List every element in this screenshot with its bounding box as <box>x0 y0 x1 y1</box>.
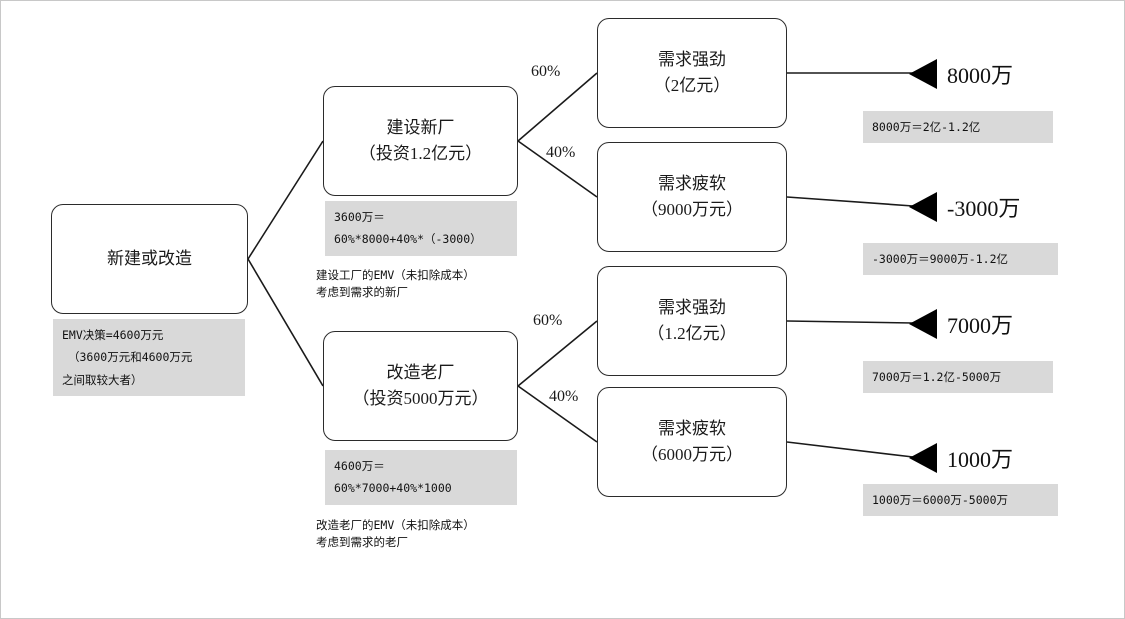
caption-upgrade-line1: 改造老厂的EMV（未扣除成本） <box>316 518 475 532</box>
arrow-left-icon <box>909 309 937 339</box>
node-weak-demand-new[interactable]: 需求疲软 （9000万元） <box>597 142 787 252</box>
note-payoff-weak-old-text: 1000万＝6000万-5000万 <box>872 493 1009 507</box>
note-root-line2: （3600万元和4600万元 <box>68 350 193 365</box>
edge-weak-new-to-payoff <box>786 196 914 207</box>
note-payoff-weak-new-text: -3000万＝9000万-1.2亿 <box>872 252 1009 266</box>
arrow-left-icon <box>909 192 937 222</box>
note-upgrade-old-plant-emv: 4600万＝ 60%*7000+40%*1000 <box>325 450 517 505</box>
arrow-left-icon <box>909 59 937 89</box>
caption-build-line1: 建设工厂的EMV（未扣除成本） <box>316 268 475 282</box>
node-strong-demand-old[interactable]: 需求强劲 （1.2亿元） <box>597 266 787 376</box>
node-strong-demand-old-subtitle: （1.2亿元） <box>647 324 737 343</box>
note-payoff-strong-new-text: 8000万＝2亿-1.2亿 <box>872 120 981 134</box>
node-weak-demand-new-subtitle: （9000万元） <box>641 200 743 219</box>
node-build-new-plant-title: 建设新厂 <box>386 117 455 137</box>
note-root-emv: EMV决策=4600万元 （3600万元和4600万元 之间取较大者） <box>53 319 245 397</box>
edge-weak-old-to-payoff <box>786 441 914 458</box>
note-build-new-plant-emv: 3600万＝ 60%*8000+40%*（-3000） <box>325 201 517 256</box>
prob-weak-demand-new: 40% <box>546 144 576 161</box>
payoff-weak-demand-old: 1000万 <box>909 442 1013 474</box>
node-upgrade-old-plant-subtitle: （投资5000万元） <box>352 389 489 408</box>
note-root-line3: 之间取较大者） <box>62 372 143 387</box>
node-build-new-plant-subtitle: （投资1.2亿元） <box>358 144 483 163</box>
node-build-new-plant[interactable]: 建设新厂 （投资1.2亿元） <box>323 86 518 196</box>
note-payoff-strong-demand-new: 8000万＝2亿-1.2亿 <box>863 111 1053 144</box>
prob-weak-demand-old: 40% <box>549 388 579 405</box>
node-strong-demand-old-title: 需求强劲 <box>658 297 726 317</box>
payoff-weak-demand-old-value: 1000万 <box>947 447 1014 472</box>
payoff-strong-demand-new-value: 8000万 <box>947 63 1014 88</box>
note-upgrade-emv-line1: 4600万＝ <box>334 459 385 473</box>
caption-build-line2: 考虑到需求的新厂 <box>316 284 408 299</box>
edge-upgrade-to-strong <box>517 320 598 387</box>
note-build-emv-line2: 60%*8000+40%*（-3000） <box>334 232 482 247</box>
note-root-line1: EMV决策=4600万元 <box>62 328 164 342</box>
payoff-strong-demand-old: 7000万 <box>909 308 1013 340</box>
node-upgrade-old-plant[interactable]: 改造老厂 （投资5000万元） <box>323 331 518 441</box>
node-strong-demand-new-subtitle: （2亿元） <box>653 76 731 95</box>
prob-strong-demand-new: 60% <box>531 63 561 80</box>
node-strong-demand-new[interactable]: 需求强劲 （2亿元） <box>597 18 787 128</box>
payoff-weak-demand-new-value: -3000万 <box>947 196 1021 221</box>
caption-upgrade-line2: 考虑到需求的老厂 <box>316 534 408 549</box>
note-payoff-weak-demand-new: -3000万＝9000万-1.2亿 <box>863 243 1058 276</box>
node-weak-demand-old[interactable]: 需求疲软 （6000万元） <box>597 387 787 497</box>
note-build-emv-line1: 3600万＝ <box>334 210 385 224</box>
edge-root-to-build-new <box>247 140 324 260</box>
arrow-left-icon <box>909 443 937 473</box>
note-payoff-strong-demand-old: 7000万＝1.2亿-5000万 <box>863 361 1053 394</box>
payoff-weak-demand-new: -3000万 <box>909 191 1020 223</box>
note-upgrade-emv-line2: 60%*7000+40%*1000 <box>334 481 452 496</box>
prob-strong-demand-old: 60% <box>533 312 563 329</box>
caption-build-new-plant: 建设工厂的EMV（未扣除成本） 考虑到需求的新厂 <box>316 267 566 300</box>
node-upgrade-old-plant-title: 改造老厂 <box>386 362 455 382</box>
node-strong-demand-new-title: 需求强劲 <box>658 49 726 69</box>
edge-root-to-upgrade-old <box>247 258 324 387</box>
node-root-label: 新建或改造 <box>107 248 192 268</box>
node-weak-demand-old-title: 需求疲软 <box>658 418 726 438</box>
edge-strong-old-to-payoff <box>786 320 914 324</box>
edge-build-to-strong <box>517 72 598 142</box>
note-payoff-weak-demand-old: 1000万＝6000万-5000万 <box>863 484 1058 517</box>
node-weak-demand-old-subtitle: （6000万元） <box>641 445 743 464</box>
node-root-decision[interactable]: 新建或改造 <box>51 204 248 314</box>
node-weak-demand-new-title: 需求疲软 <box>658 173 726 193</box>
note-payoff-strong-old-text: 7000万＝1.2亿-5000万 <box>872 370 1002 384</box>
caption-upgrade-old-plant: 改造老厂的EMV（未扣除成本） 考虑到需求的老厂 <box>316 517 566 550</box>
payoff-strong-demand-old-value: 7000万 <box>947 313 1014 338</box>
payoff-strong-demand-new: 8000万 <box>909 58 1013 90</box>
